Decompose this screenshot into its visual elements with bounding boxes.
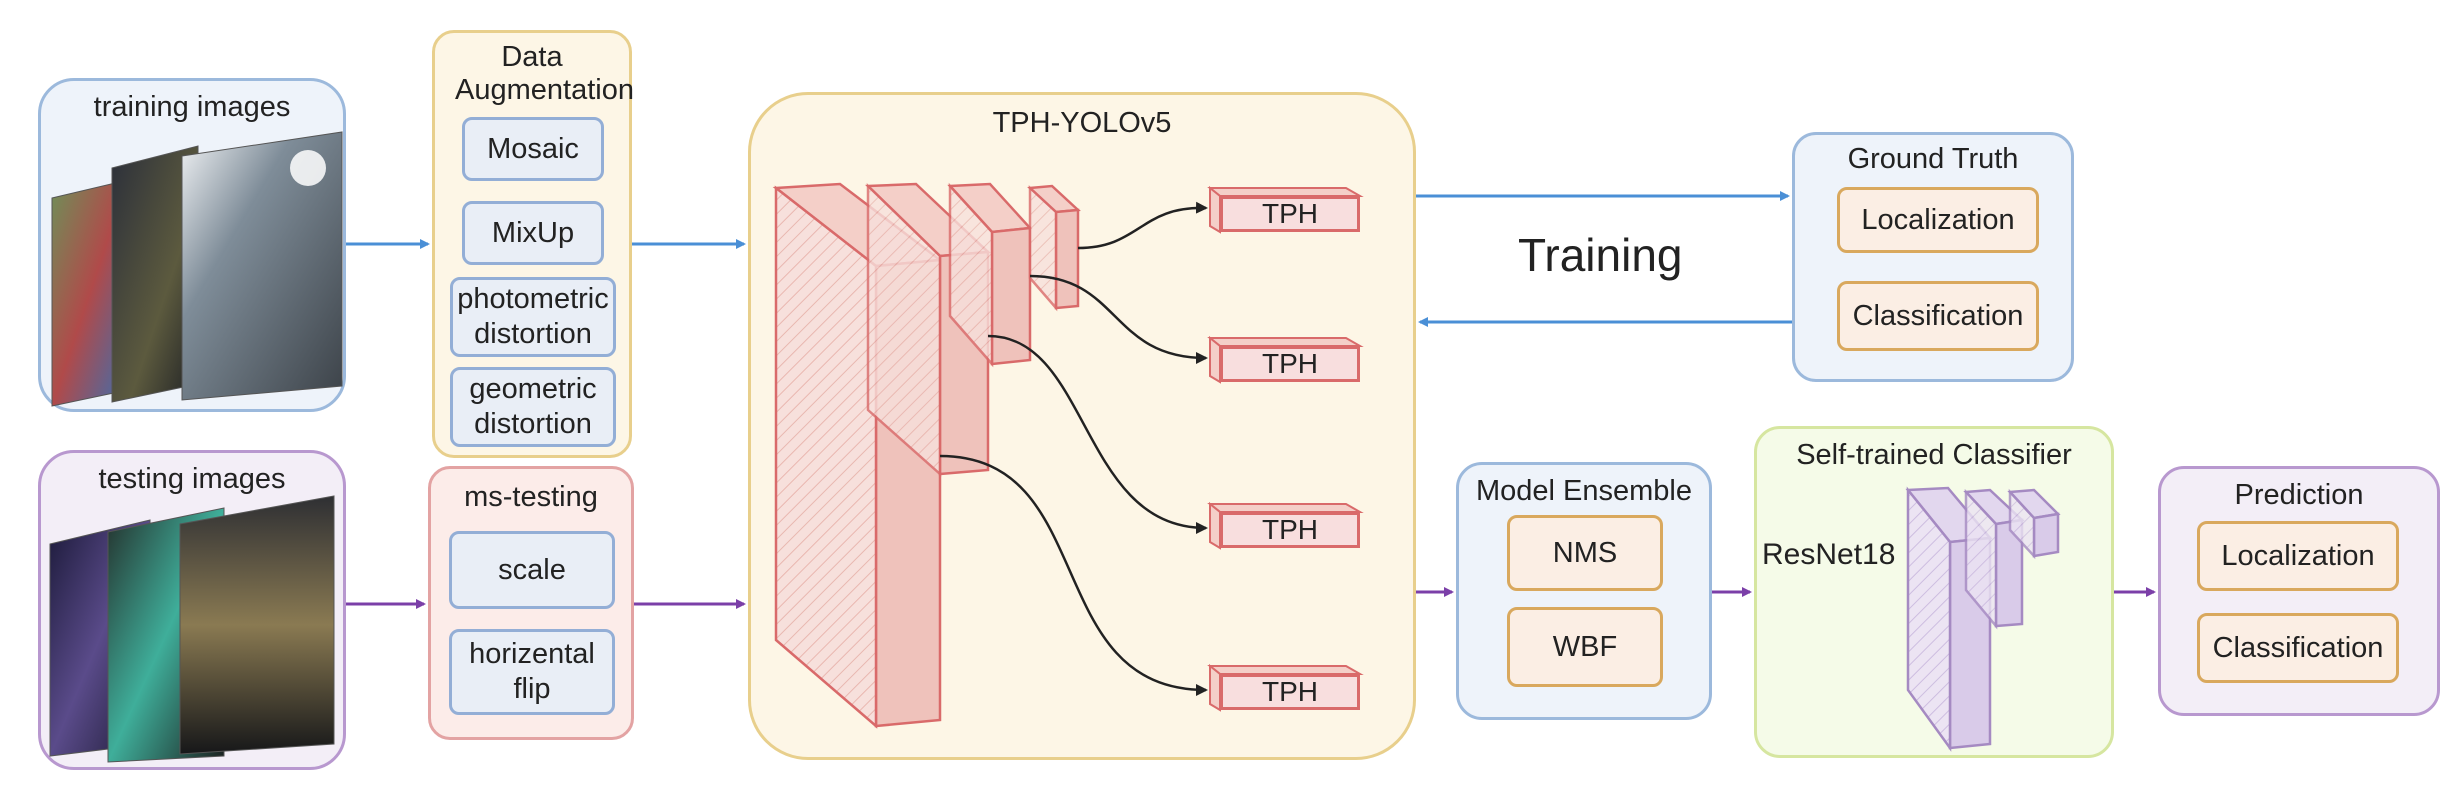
resnet18-layers — [1905, 486, 2061, 752]
wbf-box: WBF — [1507, 607, 1663, 687]
tph-head-2: TPH — [1220, 346, 1360, 382]
tph-head-4: TPH — [1220, 674, 1360, 710]
geometric-distortion-box: geometric distortion — [450, 367, 616, 447]
gt-localization-box: Localization — [1837, 187, 2039, 253]
pred-classification-box: Classification — [2197, 613, 2399, 683]
pred-localization-box: Localization — [2197, 521, 2399, 591]
training-label: Training — [1518, 229, 1683, 281]
tph-yolov5-title: TPH-YOLOv5 — [992, 107, 1172, 139]
photometric-distortion-box: photometric distortion — [450, 277, 616, 357]
testing-image-stack — [49, 495, 335, 763]
data-augmentation-title: Data Augmentation — [455, 41, 634, 107]
mosaic-box: Mosaic — [462, 117, 604, 181]
testing-flow-arrows — [346, 587, 2156, 609]
self-trained-classifier-title: Self-trained Classifier — [1796, 439, 2072, 471]
training-images-title: training images — [93, 91, 291, 123]
data-augmentation-panel: Data Augmentation Mosaic MixUp photometr… — [432, 30, 634, 458]
prediction-panel: Prediction Localization Classification — [2158, 466, 2440, 716]
testing-images-title: testing images — [98, 463, 286, 495]
training-image-stack — [51, 131, 343, 407]
gt-classification-box: Classification — [1837, 281, 2039, 351]
tph-head-tops — [1207, 185, 1364, 712]
tph-connections — [939, 201, 1208, 696]
prediction-title: Prediction — [2234, 479, 2364, 511]
ms-testing-title: ms-testing — [464, 481, 598, 513]
ms-testing-panel: ms-testing scale horizental flip — [428, 466, 634, 740]
yolo-backbone-layers — [772, 182, 1081, 729]
ground-truth-title: Ground Truth — [1847, 143, 2019, 175]
nms-box: NMS — [1507, 515, 1663, 591]
tph-head-1: TPH — [1220, 196, 1360, 232]
training-flow-arrows — [346, 191, 1792, 327]
scale-box: scale — [449, 531, 615, 609]
horizental-flip-box: horizental flip — [449, 629, 615, 715]
mixup-box: MixUp — [462, 201, 604, 265]
resnet18-label: ResNet18 — [1762, 538, 1896, 571]
model-ensemble-title: Model Ensemble — [1476, 475, 1692, 507]
model-ensemble-panel: Model Ensemble NMS WBF — [1456, 462, 1712, 720]
tph-head-3: TPH — [1220, 512, 1360, 548]
ground-truth-panel: Ground Truth Localization Classification — [1792, 132, 2074, 382]
